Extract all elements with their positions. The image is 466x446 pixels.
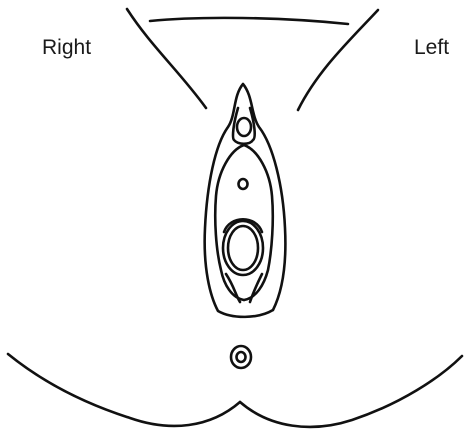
clitoris bbox=[237, 118, 251, 136]
anus-inner bbox=[237, 352, 246, 362]
anus-outer bbox=[231, 346, 251, 368]
abdomen-line bbox=[150, 18, 348, 24]
urethral-opening bbox=[239, 179, 248, 189]
right-buttock-line bbox=[8, 354, 240, 426]
left-buttock-line bbox=[240, 356, 462, 427]
left-thigh-line bbox=[298, 10, 378, 110]
inner-labia-outline bbox=[215, 145, 273, 300]
right-thigh-line bbox=[127, 9, 206, 108]
vaginal-opening-inner bbox=[228, 226, 258, 270]
